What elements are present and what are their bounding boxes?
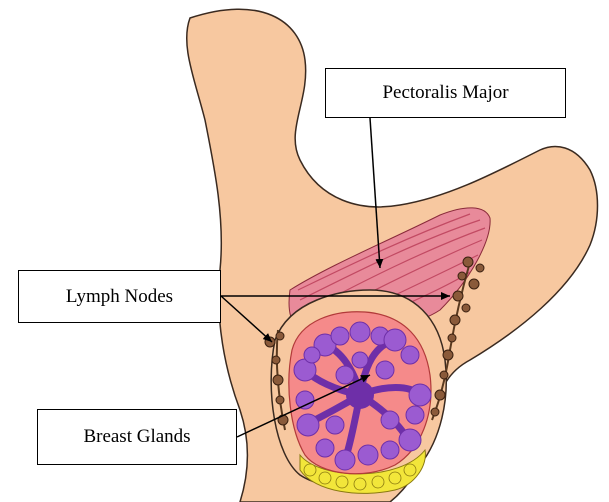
breast-glands-label: Breast Glands — [37, 409, 237, 465]
pectoralis-major-label: Pectoralis Major — [325, 68, 566, 118]
lymph-nodes-label: Lymph Nodes — [18, 270, 221, 323]
